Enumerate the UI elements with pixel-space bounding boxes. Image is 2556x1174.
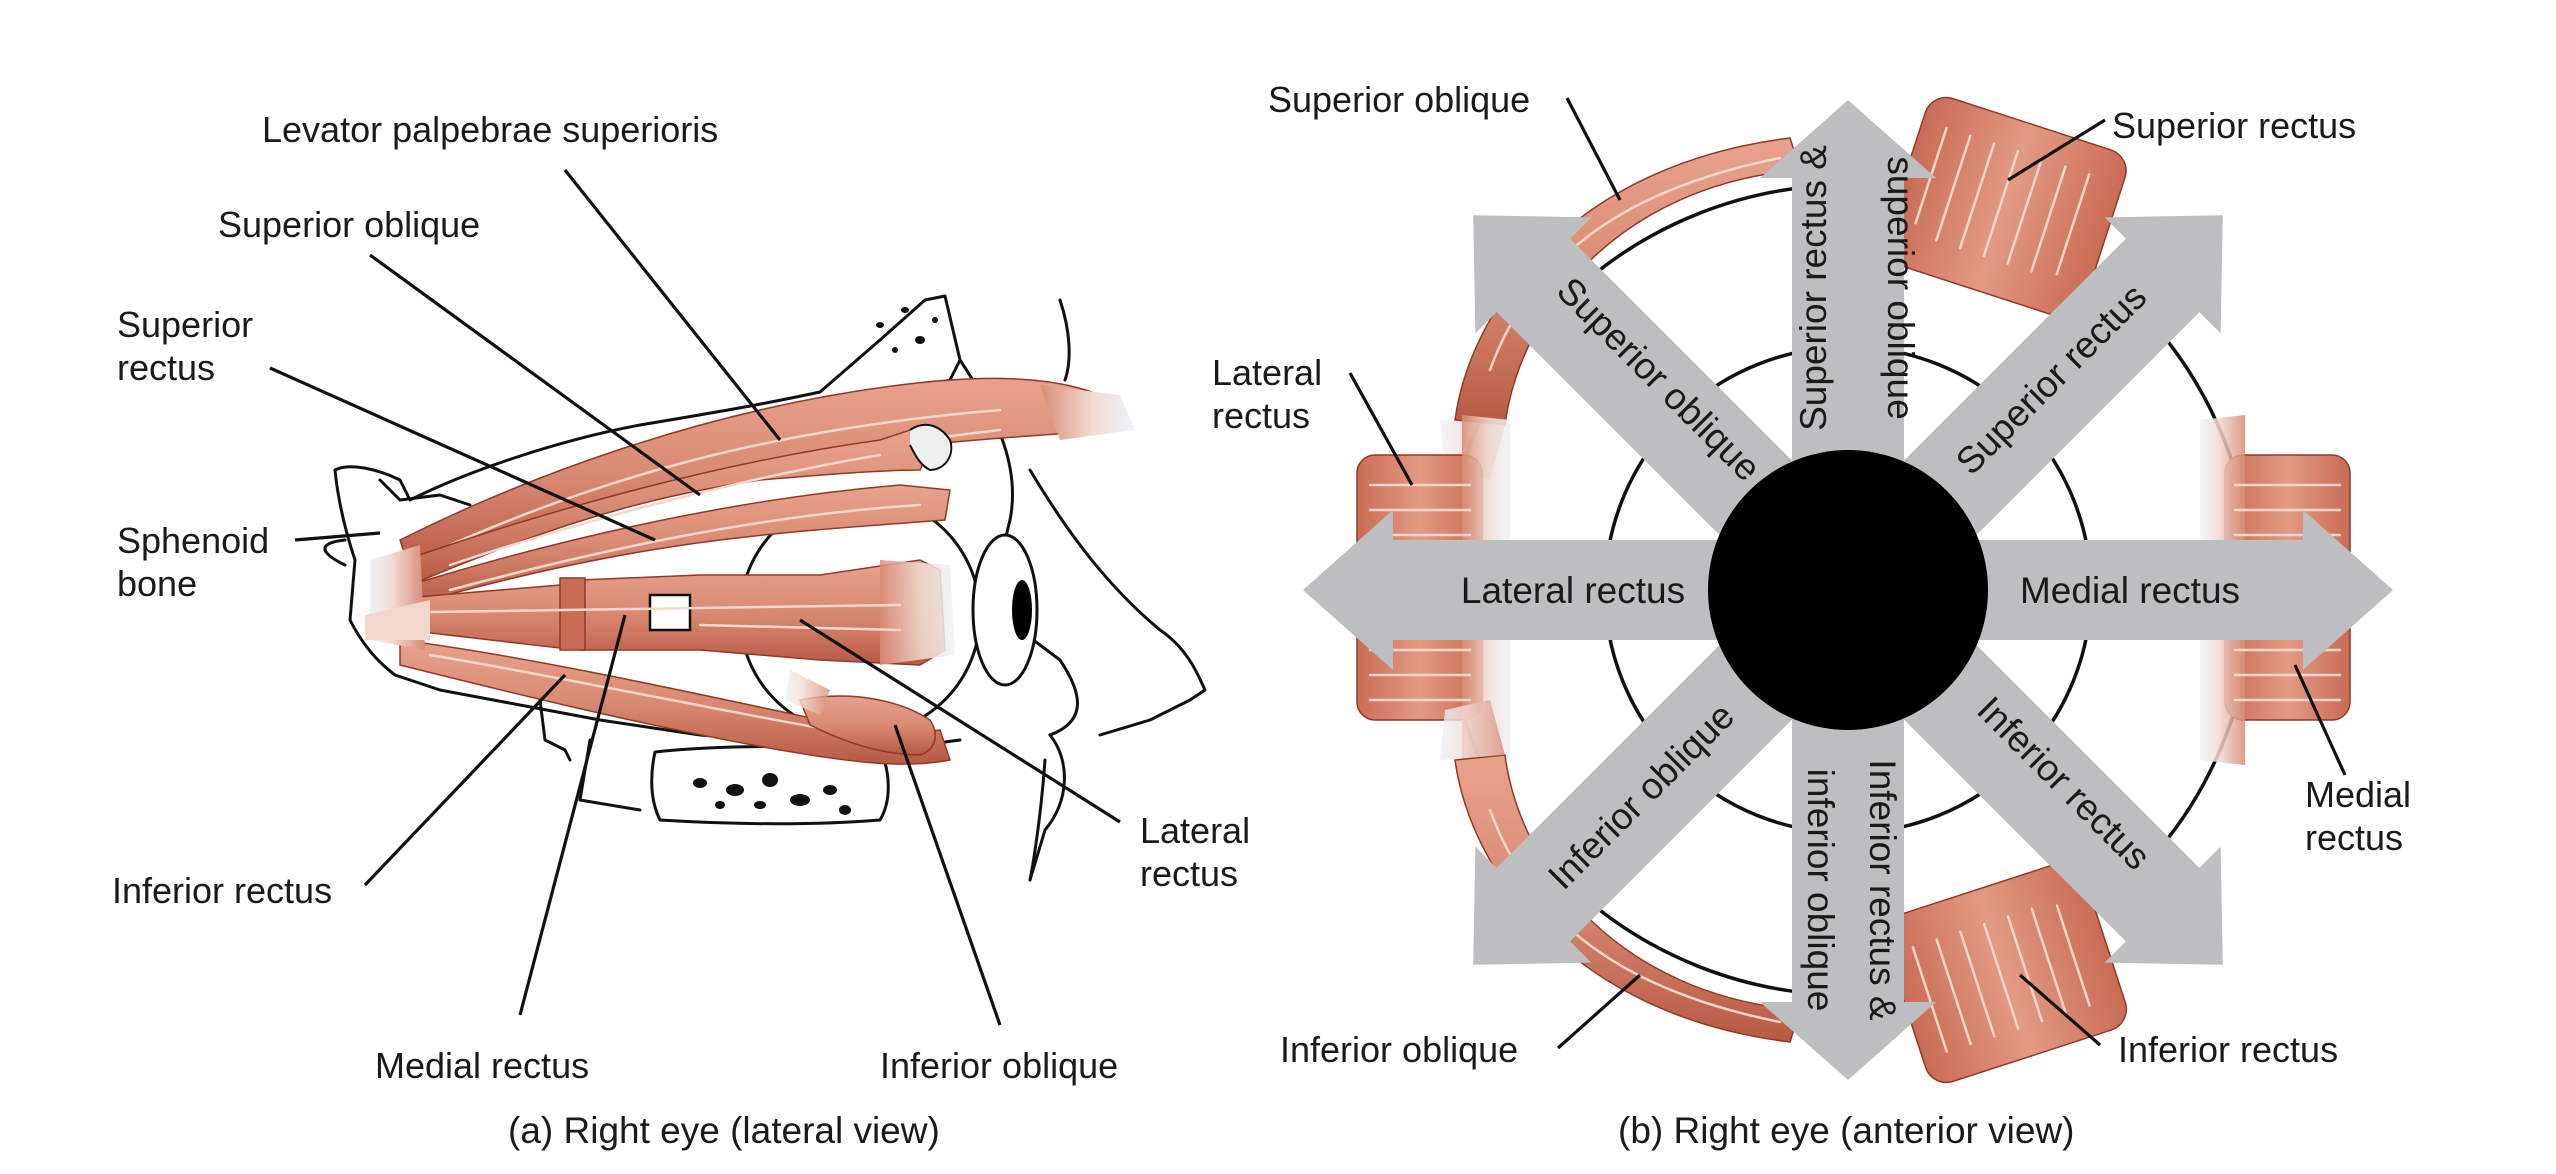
label-levator-palpebrae: Levator palpebrae superioris bbox=[262, 109, 718, 150]
caption-panel-b: (b) Right eye (anterior view) bbox=[1618, 1110, 2074, 1151]
label-medial-rectus-a: Medial rectus bbox=[375, 1045, 589, 1086]
arrow-right-medial bbox=[1848, 510, 2393, 670]
arrow-label-up-line1: Superior rectus & bbox=[1793, 145, 1834, 431]
pupil bbox=[1708, 450, 1988, 730]
panel-a-lateral-view: Levator palpebrae superioris Superior ob… bbox=[112, 109, 1250, 1151]
caption-panel-a: (a) Right eye (lateral view) bbox=[508, 1110, 940, 1151]
arrow-label-down-line2: inferior oblique bbox=[1800, 769, 1841, 1012]
panel-a-labels: Levator palpebrae superioris Superior ob… bbox=[112, 109, 1250, 1086]
label-lateral-rectus-a-line1: Lateral bbox=[1140, 810, 1250, 851]
label-inferior-rectus-b: Inferior rectus bbox=[2118, 1029, 2338, 1070]
panel-b-anterior-view: Lateral rectus Medial rectus Superior re… bbox=[1212, 79, 2411, 1151]
panel-b-leader-lines bbox=[1348, 97, 2347, 1050]
inferior-rectus-muscle-b bbox=[1883, 861, 2128, 1084]
superior-rectus-muscle bbox=[409, 484, 951, 606]
arrow-left-lateral bbox=[1303, 510, 1848, 670]
label-medial-rectus-b-line2: rectus bbox=[2305, 817, 2403, 858]
label-superior-oblique-a: Superior oblique bbox=[218, 204, 480, 245]
label-sphenoid-line2: bone bbox=[117, 563, 197, 604]
lateral-rectus-muscle bbox=[404, 559, 955, 666]
label-superior-rectus-b: Superior rectus bbox=[2112, 105, 2356, 146]
label-inferior-rectus-a: Inferior rectus bbox=[112, 870, 332, 911]
label-sphenoid-line1: Sphenoid bbox=[117, 520, 269, 561]
arrow-label-up-line2: superior oblique bbox=[1880, 156, 1921, 419]
label-lateral-rectus-a-line2: rectus bbox=[1140, 853, 1238, 894]
superior-oblique-muscle bbox=[404, 423, 953, 587]
label-medial-rectus-b-line1: Medial bbox=[2305, 774, 2411, 815]
arrow-label-down-line1: Inferior rectus & bbox=[1862, 759, 1903, 1020]
label-lateral-rectus-b-line2: rectus bbox=[1212, 395, 1310, 436]
panel-b-labels: Superior oblique Superior rectus Lateral… bbox=[1212, 79, 2411, 1070]
common-tendon-ring bbox=[365, 545, 430, 650]
label-superior-rectus-a-line1: Superior bbox=[117, 304, 253, 345]
superior-rectus-muscle-b bbox=[1882, 96, 2127, 319]
label-inferior-oblique-a: Inferior oblique bbox=[880, 1045, 1118, 1086]
arrow-label-left: Lateral rectus bbox=[1461, 570, 1685, 611]
label-inferior-oblique-b: Inferior oblique bbox=[1280, 1029, 1518, 1070]
panel-a-leader-lines bbox=[269, 169, 1121, 1026]
label-superior-rectus-a-line2: rectus bbox=[117, 347, 215, 388]
label-lateral-rectus-b-line1: Lateral bbox=[1212, 352, 1322, 393]
label-superior-oblique-b: Superior oblique bbox=[1268, 79, 1530, 120]
arrow-label-right: Medial rectus bbox=[2020, 570, 2240, 611]
